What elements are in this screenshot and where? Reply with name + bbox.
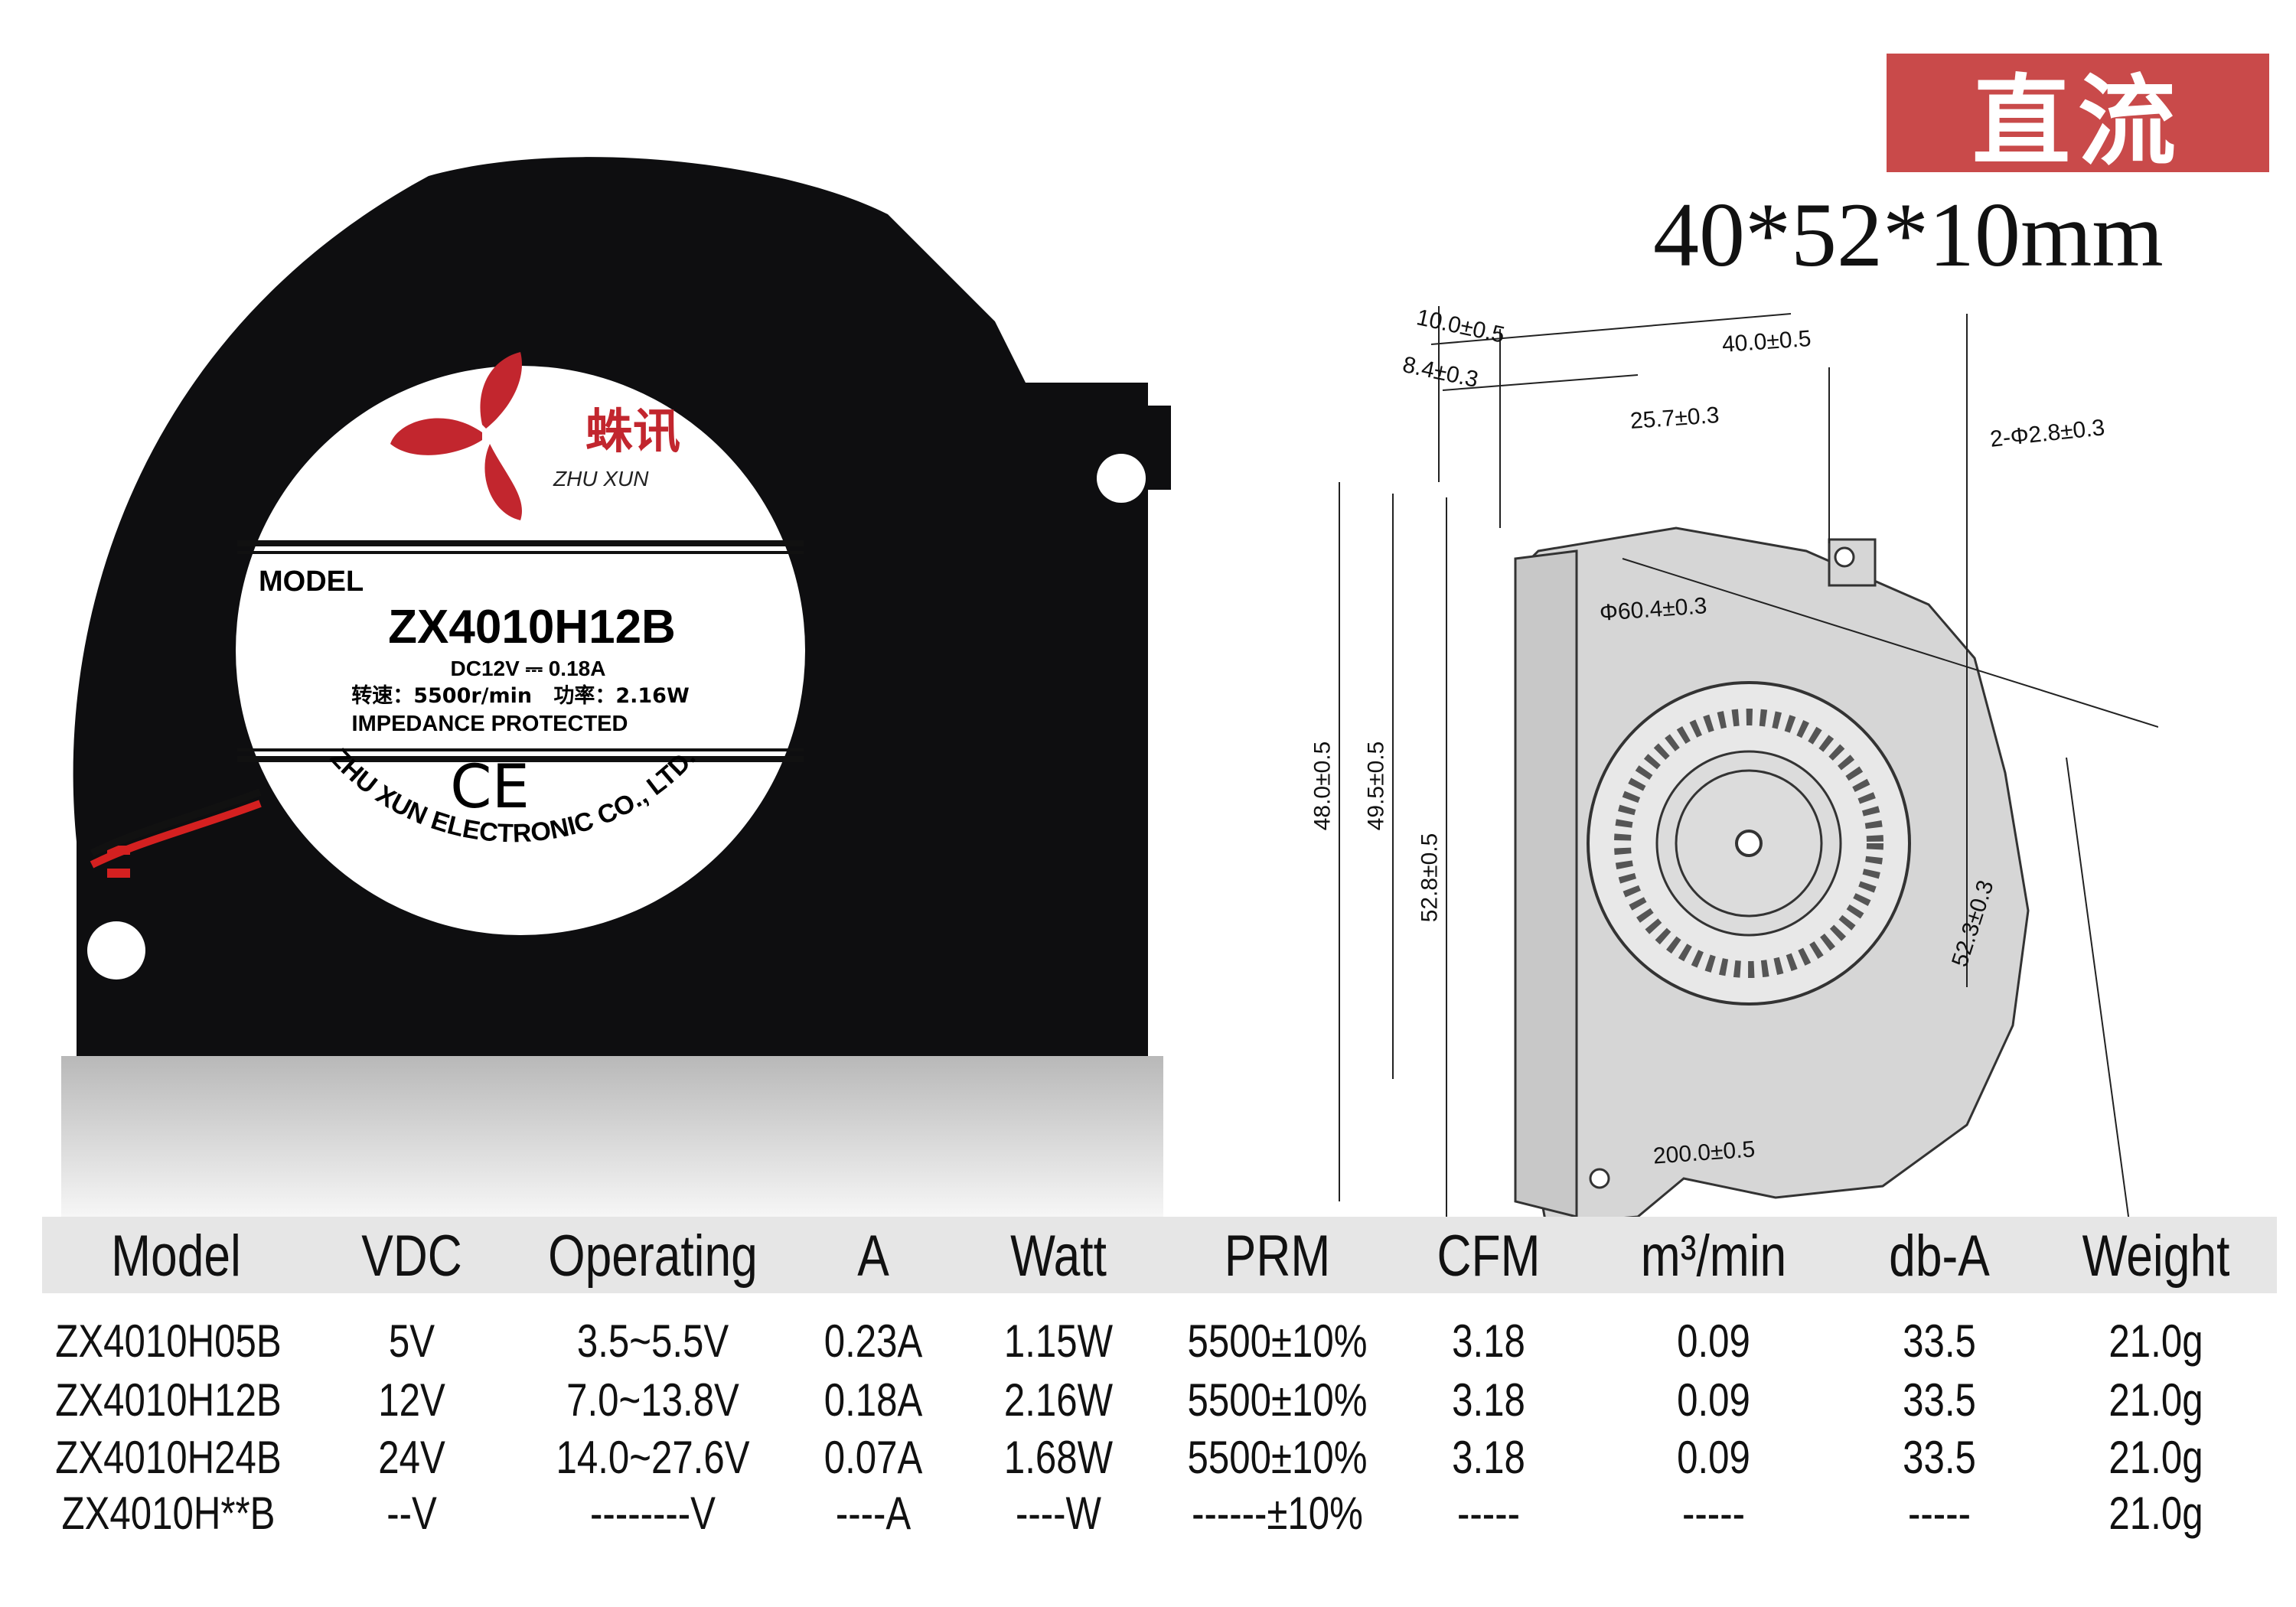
table-cell: 5500±10% [1187,1315,1368,1367]
table-cell: 33.5 [1903,1315,1976,1367]
table-cell: 5500±10% [1187,1374,1368,1426]
brand-cn: 蛛讯 [585,403,680,459]
table-cell: 33.5 [1903,1432,1976,1483]
table-cell: 14.0~27.6V [556,1432,750,1483]
ce-mark-icon: CE [450,753,530,822]
column-header: db-A [1889,1224,1990,1289]
table-cell: 5500±10% [1187,1432,1368,1483]
table-cell: 3.18 [1452,1432,1525,1483]
table-cell: 12V [378,1374,445,1426]
table-header [42,1217,2277,1293]
table-cell: ----- [1457,1488,1520,1539]
table-cell: 0.07A [823,1432,923,1483]
fan-label [236,366,805,935]
banner-text: 直流 [1971,64,2183,179]
column-header: Operating [548,1224,758,1289]
table-cell: ZX4010H**B [61,1488,276,1539]
column-header: Watt [1010,1224,1107,1289]
table-cell: 24V [378,1432,445,1483]
dim-label: 48.0±0.5 [1309,741,1336,831]
column-header: Model [111,1224,241,1289]
table-cell: 21.0g [2108,1315,2203,1367]
table-cell: ----W [1016,1488,1101,1539]
table-cell: 3.18 [1452,1374,1525,1426]
table-cell: ZX4010H12B [55,1374,282,1426]
table-cell: 1.68W [1003,1432,1114,1483]
table-cell: 0.23A [823,1315,923,1367]
fan-photo: 蛛讯 ZHU XUN MODEL ZX4010H12B DC12V ⎓ 0.18… [61,157,1171,1240]
column-header: CFM [1437,1224,1541,1289]
table-cell: ----- [1682,1488,1745,1539]
table-cell: 7.0~13.8V [566,1374,739,1426]
column-header: VDC [361,1224,462,1289]
dim-label: 52.8±0.5 [1417,833,1443,923]
model-heading: MODEL [259,566,364,598]
table-cell: 0.09 [1677,1432,1750,1483]
mounting-hole-icon [1097,454,1146,503]
dimension-drawing: 10.0±0.5 8.4±0.3 40.0±0.5 25.7±0.3 2-Φ2.… [1309,298,2158,1217]
table-cell: ------±10% [1192,1488,1363,1539]
table-cell: ZX4010H05B [55,1315,282,1367]
rating: DC12V ⎓ 0.18A [451,657,606,680]
column-header: m³/min [1640,1224,1787,1289]
table-cell: ----A [835,1488,912,1539]
dc-banner: 直流 [1887,54,2269,179]
column-header: Weight [2082,1224,2230,1289]
table-cell: 1.15W [1003,1315,1114,1367]
table-cell: 3.5~5.5V [576,1315,729,1367]
table-cell: 0.09 [1677,1315,1750,1367]
table-cell: 0.18A [823,1374,923,1426]
dim-label: 49.5±0.5 [1363,741,1389,831]
column-header: A [857,1224,889,1289]
model-number: ZX4010H12B [388,601,676,654]
brand-en: ZHU XUN [553,467,649,491]
table-cell: --V [386,1488,437,1539]
table-cell: 21.0g [2108,1488,2203,1539]
table-cell: 2.16W [1003,1374,1114,1426]
column-header: PRM [1224,1224,1331,1289]
table-cell: 21.0g [2108,1374,2203,1426]
table-cell: ----- [1908,1488,1971,1539]
mounting-hole-icon [87,921,145,980]
speed-power: 转速：5500r/min 功率：2.16W [351,683,690,708]
fan-reflection [61,1056,1163,1240]
protection: IMPEDANCE PROTECTED [352,712,628,736]
zhuxun-logo-icon [390,352,522,520]
table-cell: 3.18 [1452,1315,1525,1367]
table-cell: 0.09 [1677,1374,1750,1426]
table-cell: --------V [590,1488,716,1539]
table-cell: 33.5 [1903,1374,1976,1426]
table-cell: 21.0g [2108,1432,2203,1483]
table-cell: 5V [388,1315,435,1367]
table-cell: ZX4010H24B [55,1432,282,1483]
dimensions-title: 40*52*10mm [1653,184,2164,285]
